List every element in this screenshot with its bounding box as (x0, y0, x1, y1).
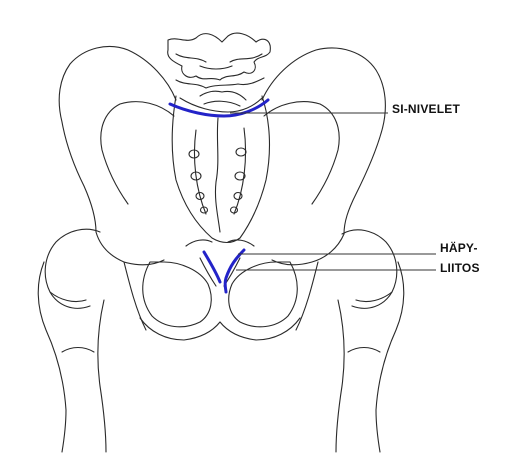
right-iliac-wing (262, 48, 385, 234)
si-joint-highlight (170, 100, 268, 116)
left-ilium-lower (96, 232, 164, 265)
sacrum-outline (172, 96, 269, 243)
pubic-symphysis-highlight-right (225, 250, 244, 292)
left-femur-shaft (38, 262, 106, 452)
right-femoral-head (342, 230, 397, 308)
sacral-line-right (234, 128, 246, 214)
ischium-right (220, 318, 300, 340)
pubic-symphysis-label-line2: LIITOS (440, 261, 480, 275)
ischium-left (140, 318, 220, 340)
left-iliac-inner (101, 102, 174, 204)
left-obturator (143, 262, 212, 327)
right-femur-shaft (336, 262, 404, 452)
left-iliac-wing (59, 46, 176, 232)
right-iliac-inner (264, 102, 339, 204)
pubic-symphysis-label-line1: HÄPY- (440, 241, 478, 255)
pubic-symphysis-highlight-left (204, 252, 220, 282)
right-ilium-lower (272, 234, 344, 265)
right-obturator (229, 262, 298, 327)
si-joints-label: SI-NIVELET (392, 102, 460, 116)
left-femoral-head (45, 229, 100, 308)
pelvic-rim (124, 262, 318, 330)
sacral-promontory (200, 91, 246, 106)
sacral-crest (215, 118, 220, 232)
lumbar-process (176, 54, 262, 69)
